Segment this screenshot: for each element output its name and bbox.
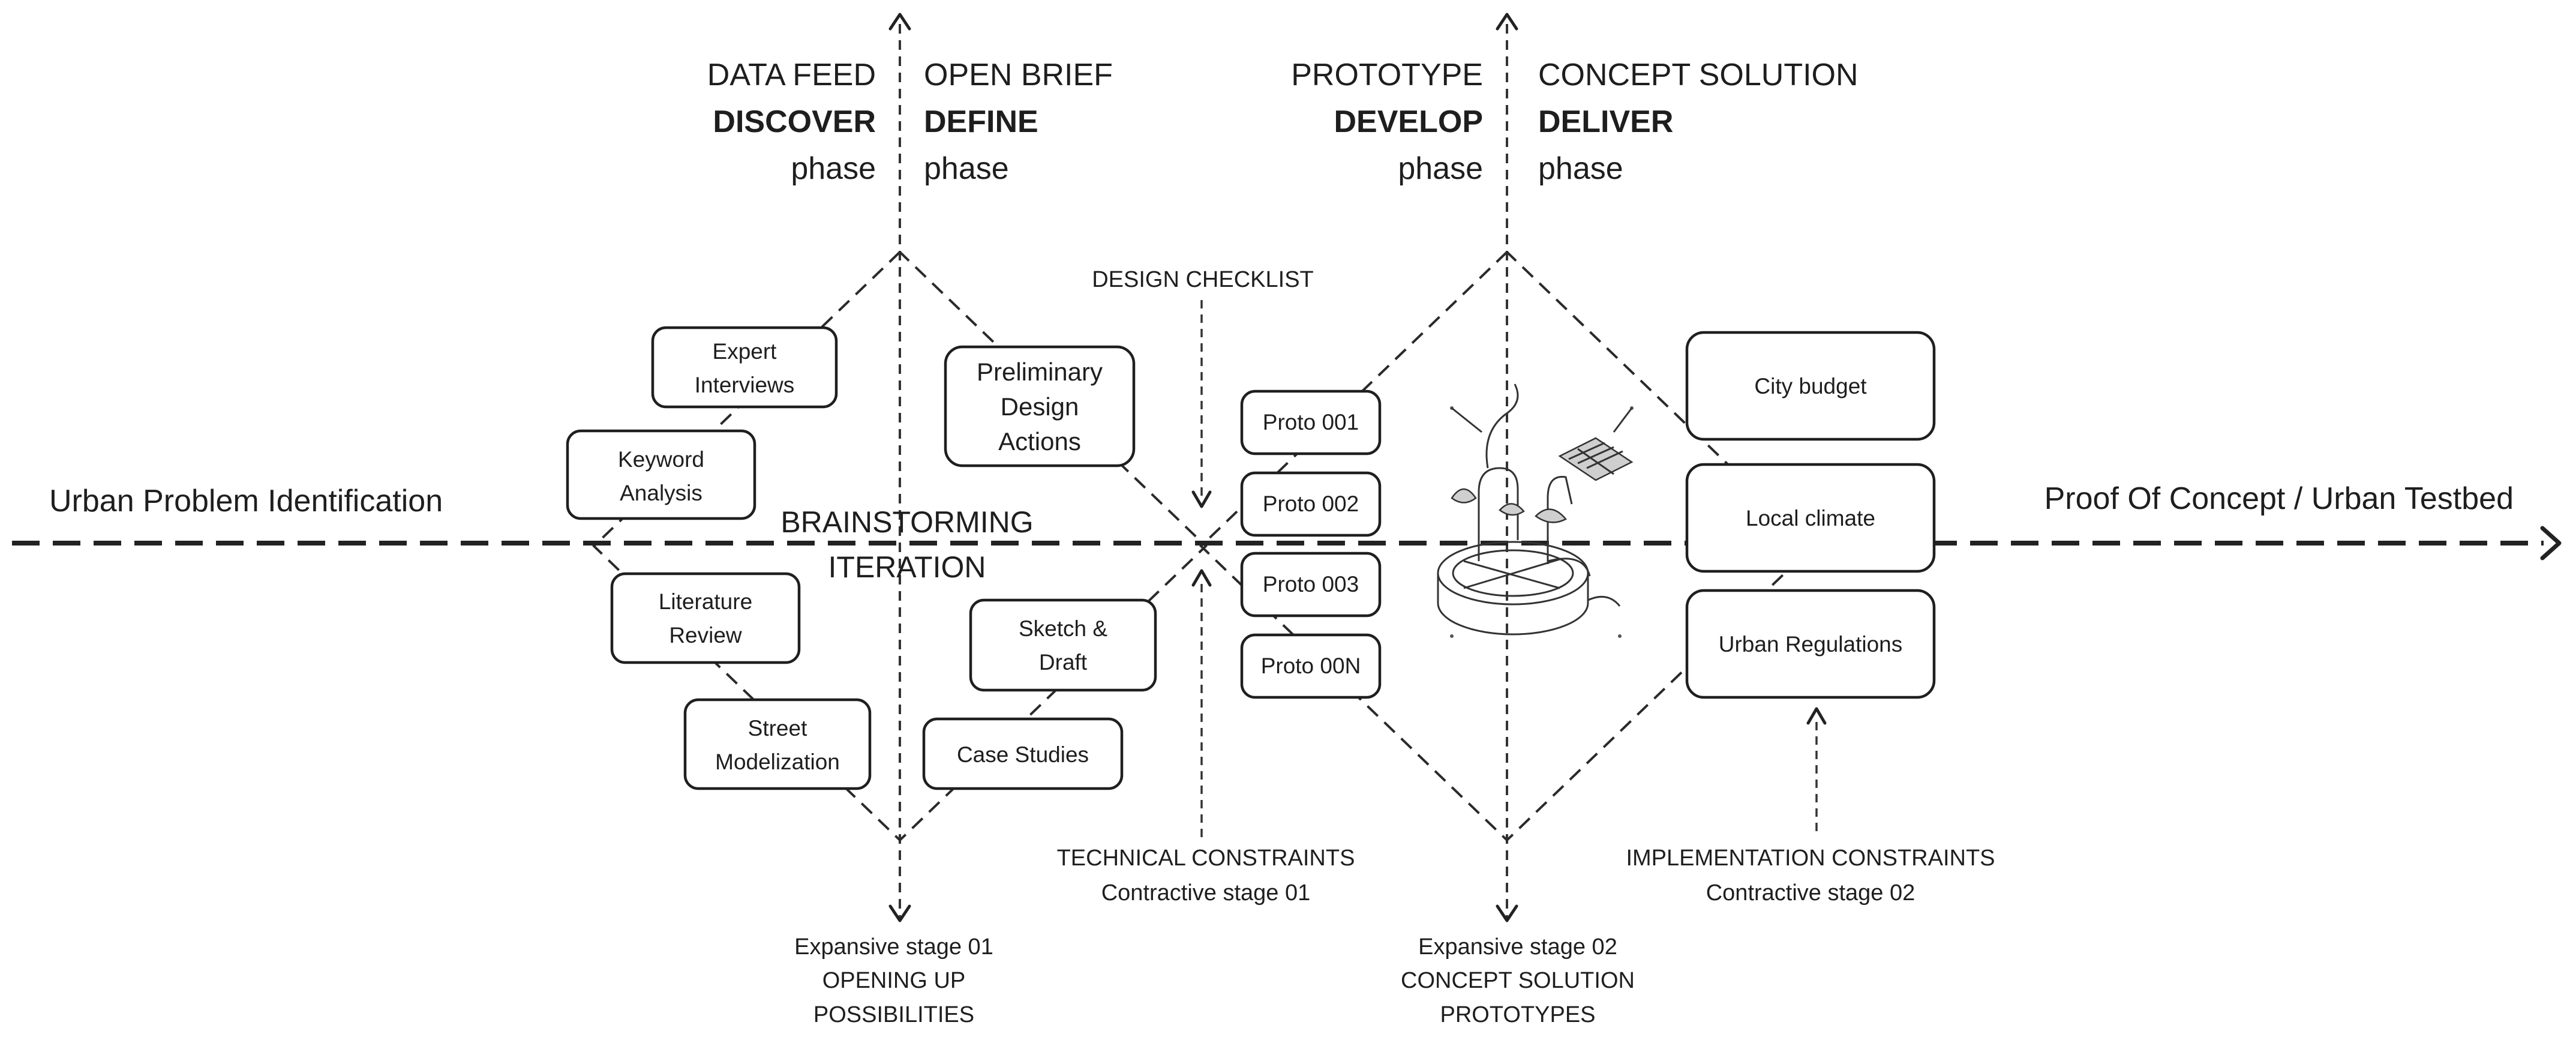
proto-002-box: Proto 002 <box>1240 471 1382 537</box>
case-studies-box: Case Studies <box>922 717 1124 790</box>
develop-phase-name: DEVELOP <box>1334 104 1484 139</box>
design-checklist-label: DESIGN CHECKLIST <box>1092 267 1314 292</box>
svg-text:Sketch &: Sketch & <box>1019 616 1107 641</box>
develop-phase-top: PROTOTYPE <box>1291 58 1483 92</box>
contractive-stage-01-label: Contractive stage 01 <box>1101 880 1311 906</box>
proto-001-box: Proto 001 <box>1240 389 1382 455</box>
contractive-stage-02-label: Contractive stage 02 <box>1706 880 1916 906</box>
keyword-analysis-box: Keyword Analysis <box>566 429 756 520</box>
define-phase-name: DEFINE <box>924 104 1038 139</box>
street-modelization-box: Street Modelization <box>683 698 872 790</box>
expert-interviews-box: Expert Interviews <box>651 326 838 409</box>
svg-text:Proto 002: Proto 002 <box>1263 491 1359 516</box>
opening-up-label: OPENING UP <box>822 968 966 993</box>
main-process-axis <box>12 526 2562 561</box>
deliver-phase-name: DELIVER <box>1538 104 1673 139</box>
svg-text:Proto 003: Proto 003 <box>1263 572 1359 597</box>
deliver-phase-suffix: phase <box>1538 151 1623 186</box>
svg-text:City budget: City budget <box>1754 374 1867 398</box>
brainstorming-label: BRAINSTORMING <box>780 505 1033 539</box>
urban-regulations-box: Urban Regulations <box>1685 589 1936 699</box>
implementation-constraints-arrow <box>1806 707 1827 831</box>
iteration-label: ITERATION <box>828 550 986 584</box>
prototypes-label: PROTOTYPES <box>1440 1002 1595 1027</box>
svg-text:Draft: Draft <box>1039 650 1088 675</box>
svg-text:Case Studies: Case Studies <box>957 742 1089 767</box>
proto-00n-box: Proto 00N <box>1240 633 1382 699</box>
discover-phase-suffix: phase <box>791 151 876 186</box>
svg-text:Preliminary: Preliminary <box>977 358 1103 386</box>
svg-text:Interviews: Interviews <box>695 373 795 397</box>
svg-text:Street: Street <box>748 716 807 741</box>
svg-text:Urban Regulations: Urban Regulations <box>1719 632 1902 657</box>
design-checklist-arrow <box>1191 300 1212 508</box>
svg-text:Analysis: Analysis <box>620 481 702 505</box>
possibilities-label: POSSIBILITIES <box>813 1002 974 1027</box>
deliver-phase-top: CONCEPT SOLUTION <box>1538 58 1859 92</box>
svg-text:Modelization: Modelization <box>715 750 840 774</box>
svg-text:Design: Design <box>1001 392 1079 421</box>
svg-text:Review: Review <box>669 623 742 648</box>
develop-deliver-divider <box>1496 13 1518 922</box>
svg-text:Keyword: Keyword <box>618 447 704 472</box>
svg-text:Literature: Literature <box>659 589 752 614</box>
svg-text:Expert: Expert <box>713 339 777 364</box>
svg-text:Proto 00N: Proto 00N <box>1261 654 1361 678</box>
implementation-constraints-label: IMPLEMENTATION CONSTRAINTS <box>1626 846 1995 871</box>
define-phase-suffix: phase <box>924 151 1009 186</box>
define-phase-top: OPEN BRIEF <box>924 58 1113 92</box>
svg-text:Proto 001: Proto 001 <box>1263 410 1359 434</box>
discover-phase-name: DISCOVER <box>713 104 876 139</box>
city-budget-box: City budget <box>1685 331 1936 441</box>
sketch-draft-box: Sketch & Draft <box>969 598 1157 692</box>
expansive-stage-01-label: Expansive stage 01 <box>794 934 993 960</box>
technical-constraints-arrow <box>1191 569 1212 837</box>
technical-constraints-label: TECHNICAL CONSTRAINTS <box>1057 846 1355 871</box>
axis-left-label: Urban Problem Identification <box>49 484 443 518</box>
prototype-sketch-illustration <box>1437 383 1634 638</box>
proto-003-box: Proto 003 <box>1240 552 1382 618</box>
literature-review-box: Literature Review <box>610 572 801 664</box>
discover-phase-top: DATA FEED <box>707 58 876 92</box>
concept-solution-label: CONCEPT SOLUTION <box>1401 968 1635 993</box>
axis-right-label: Proof Of Concept / Urban Testbed <box>2044 481 2514 516</box>
svg-text:Local climate: Local climate <box>1746 506 1875 531</box>
local-climate-box: Local climate <box>1685 463 1936 573</box>
preliminary-design-actions-box: Preliminary Design Actions <box>944 345 1136 467</box>
discover-define-divider <box>888 13 911 922</box>
svg-text:Actions: Actions <box>998 427 1081 455</box>
develop-phase-suffix: phase <box>1398 151 1483 186</box>
expansive-stage-02-label: Expansive stage 02 <box>1418 934 1617 960</box>
